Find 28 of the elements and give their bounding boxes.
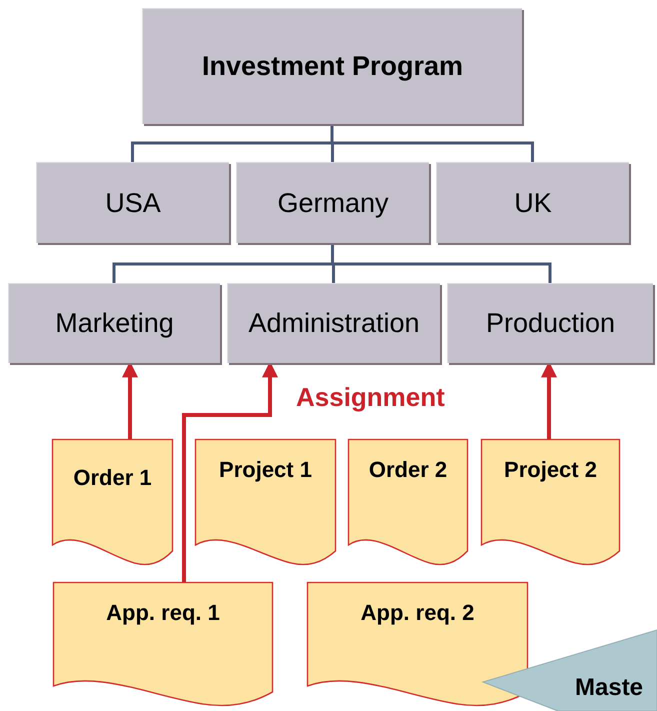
country-box (36, 162, 229, 243)
document-label: Order 1 (72, 465, 153, 491)
document-label: Order 2 (368, 457, 448, 483)
country-box (436, 162, 629, 243)
box-label: Germany (277, 188, 389, 218)
callout-text: Maste (575, 674, 644, 702)
document-label: Project 2 (503, 457, 598, 483)
box-label: USA (105, 188, 161, 218)
box-label: Administration (248, 308, 420, 339)
document-shape (53, 582, 273, 708)
department-box (227, 283, 440, 363)
document-label: App. req. 1 (105, 600, 221, 626)
callout-shape (483, 630, 657, 711)
document-shape (348, 439, 468, 567)
box-label: Production (486, 308, 616, 339)
box-label: Investment Program (202, 51, 464, 82)
document-shape (52, 439, 173, 567)
document-shape (307, 582, 528, 708)
document-shape (195, 439, 336, 567)
department-box (447, 283, 653, 363)
box-label: UK (514, 188, 552, 218)
document-shape (481, 439, 620, 567)
department-box (8, 283, 220, 363)
program-box (142, 8, 522, 124)
country-box (236, 162, 429, 243)
document-label: Project 1 (218, 457, 313, 483)
document-label: App. req. 2 (360, 600, 476, 626)
box-label: Marketing (55, 308, 174, 339)
